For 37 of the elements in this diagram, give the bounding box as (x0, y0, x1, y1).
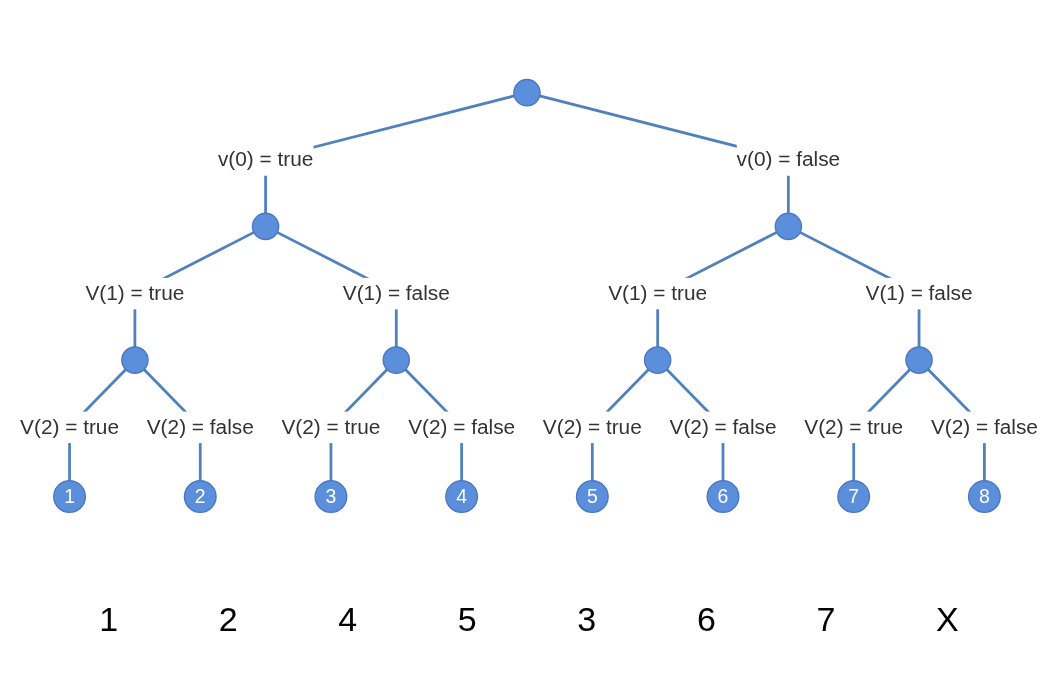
node-circle: 1 (53, 479, 87, 513)
node-circle (121, 346, 149, 374)
label-text: 2 (218, 600, 238, 639)
edge-label: V(1) = true (608, 280, 708, 304)
label-text: 3 (577, 600, 597, 639)
node-circle: 2 (183, 479, 217, 513)
edge-label: V(2) = false (408, 413, 516, 438)
edge-label: V(1) = false (342, 280, 450, 304)
node-circle: 3 (314, 479, 348, 513)
node-circle: 8 (967, 479, 1001, 513)
node-circle (382, 346, 411, 374)
edge-label: V(2) = false (930, 413, 1038, 438)
node-circle: 6 (706, 479, 740, 513)
node-circle (774, 212, 803, 240)
edge-label: V(2) = true (281, 413, 381, 438)
node-circle: 4 (445, 479, 479, 513)
node-circle (643, 346, 672, 374)
edge-label: V(2) = false (669, 413, 777, 438)
edge-label: V(2) = false (146, 413, 254, 438)
edge-label: V(1) = true (85, 280, 185, 304)
edge-label: V(2) = true (804, 413, 904, 438)
edge-label: v(0) = true (217, 146, 314, 171)
edge-label: V(2) = true (20, 413, 119, 438)
node-circle (251, 212, 280, 240)
node-circle: 5 (575, 479, 609, 513)
label-text: X (935, 600, 959, 639)
label-text: 1 (99, 600, 119, 639)
label-text: 6 (696, 600, 716, 639)
node-circle: 7 (837, 479, 871, 513)
label-text: 5 (457, 600, 477, 639)
node-circle (905, 346, 933, 374)
label-text: 4 (338, 600, 358, 639)
label-text: 7 (816, 600, 836, 639)
node-circle (513, 78, 541, 107)
edge-label: V(1) = false (865, 280, 973, 304)
edge-label: v(0) = false (736, 146, 841, 171)
edge-label: V(2) = true (542, 413, 642, 438)
